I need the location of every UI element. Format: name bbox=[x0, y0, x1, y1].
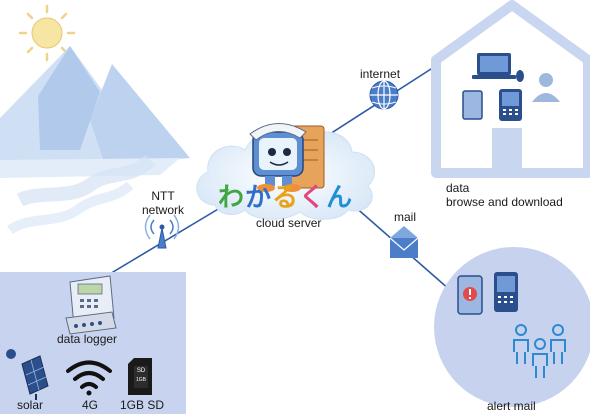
envelope-icon bbox=[389, 226, 419, 258]
logo-char: く bbox=[299, 183, 327, 213]
alert-phone-icon bbox=[457, 275, 483, 315]
logo-char: か bbox=[245, 183, 273, 213]
logo-char: る bbox=[272, 183, 300, 213]
alert-circle bbox=[434, 247, 590, 407]
phone-icon bbox=[499, 89, 522, 121]
people-icon bbox=[513, 324, 566, 378]
sun-icon bbox=[18, 4, 76, 62]
wifi-icon bbox=[66, 360, 112, 396]
solar-label: solar bbox=[17, 398, 44, 412]
alert-mobile-icon bbox=[494, 272, 518, 312]
solar-panel-icon bbox=[21, 355, 49, 400]
antenna-icon bbox=[144, 214, 180, 249]
mascot-icon bbox=[249, 123, 325, 192]
sd-card-size: 1GB bbox=[135, 377, 146, 383]
globe-icon bbox=[369, 80, 399, 110]
alert-mail-label: alert mail bbox=[487, 399, 536, 413]
sd-card-brand: SD bbox=[136, 368, 146, 374]
logo-char: ん bbox=[326, 183, 354, 213]
mail-label: mail bbox=[394, 210, 417, 224]
data-logger-label: data logger bbox=[57, 332, 118, 346]
laptop-icon bbox=[472, 53, 516, 79]
internet-label: internet bbox=[360, 67, 401, 81]
data-logger-icon bbox=[65, 275, 117, 335]
cloud-server-label: cloud server bbox=[256, 216, 322, 230]
data-browse-label: data browse and download bbox=[446, 181, 563, 209]
mouse-icon bbox=[516, 70, 524, 82]
mountain-illustration bbox=[0, 46, 190, 235]
ntt-network-label: NTT network bbox=[142, 189, 185, 217]
4g-label: 4G bbox=[82, 398, 99, 412]
wakarukun-logo: わかるくん bbox=[218, 183, 353, 213]
person-icon bbox=[532, 73, 560, 102]
sd-card-icon bbox=[128, 358, 152, 395]
logo-char: わ bbox=[218, 183, 246, 213]
tablet-icon bbox=[462, 90, 483, 120]
sun-small-icon bbox=[6, 349, 16, 359]
sd-card-label: 1GB SD bbox=[120, 398, 165, 412]
